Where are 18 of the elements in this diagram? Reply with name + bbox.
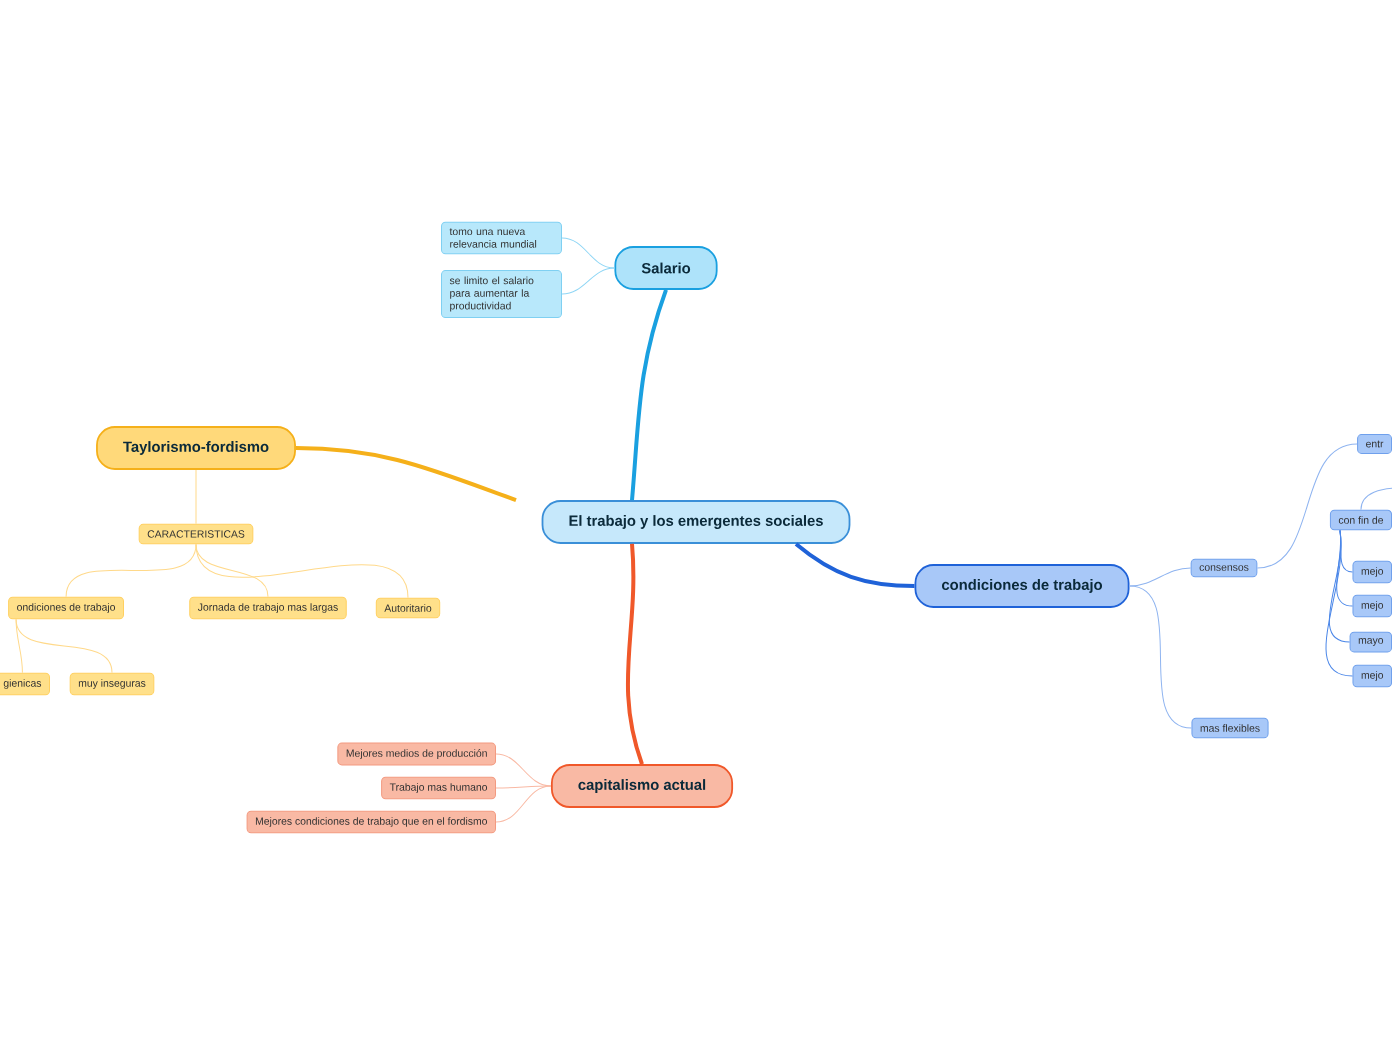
connector	[65, 543, 197, 598]
connector	[1129, 585, 1192, 729]
connector	[794, 542, 915, 588]
connector	[195, 543, 409, 599]
connector	[495, 785, 552, 789]
connector	[626, 543, 644, 765]
connector	[15, 618, 113, 674]
connector	[1360, 487, 1392, 511]
connector	[195, 469, 197, 525]
connector	[1129, 567, 1192, 587]
connector	[1325, 529, 1353, 677]
connector	[561, 237, 615, 269]
connector	[630, 289, 668, 501]
connector	[495, 785, 552, 823]
connector	[1256, 443, 1358, 569]
connector	[15, 618, 23, 674]
connector	[561, 267, 615, 295]
connector	[295, 446, 517, 502]
